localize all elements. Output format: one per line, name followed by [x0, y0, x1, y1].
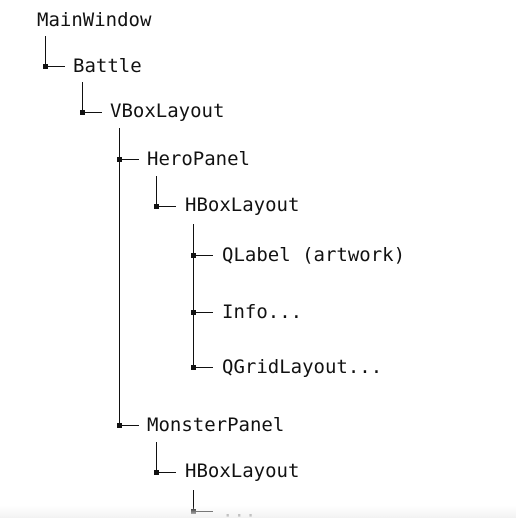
tree-node-qgridlayout: QGridLayout...: [222, 356, 383, 378]
bottom-edge-shadow: [0, 506, 516, 518]
tree-connector-horizontal: [119, 425, 139, 426]
tree-connector-horizontal: [45, 66, 65, 67]
tree-node-qlabel-artwork: QLabel (artwork): [222, 244, 406, 266]
tree-node-vboxlayout: VBoxLayout: [110, 100, 225, 122]
tree-branch-marker: [191, 365, 196, 370]
tree-connector-horizontal: [156, 472, 176, 473]
tree-connector-vertical: [156, 176, 157, 206]
tree-branch-marker: [154, 470, 159, 475]
tree-branch-marker: [43, 64, 48, 69]
tree-node-hero-hboxlayout: HBoxLayout: [185, 194, 300, 216]
tree-node-heropanel: HeroPanel: [147, 148, 250, 170]
tree-connector-horizontal: [82, 112, 102, 113]
tree-connector-vertical: [82, 82, 83, 112]
tree-connector-vertical: [156, 442, 157, 472]
tree-connector-vertical: [119, 128, 120, 426]
tree-connector-vertical: [45, 36, 46, 66]
tree-connector-vertical: [193, 224, 194, 368]
tree-branch-marker: [191, 310, 196, 315]
tree-connector-horizontal: [156, 206, 176, 207]
tree-root-label: MainWindow: [37, 9, 152, 31]
tree-branch-marker: [80, 110, 85, 115]
tree-branch-marker: [191, 253, 196, 258]
tree-node-monsterpanel: MonsterPanel: [147, 414, 285, 436]
tree-branch-marker: [117, 157, 122, 162]
tree-connector-horizontal: [193, 312, 213, 313]
tree-connector-vertical: [193, 490, 194, 511]
tree-connector-horizontal: [193, 255, 213, 256]
tree-connector-horizontal: [193, 367, 213, 368]
tree-node-monster-hboxlayout: HBoxLayout: [185, 460, 300, 482]
tree-branch-marker: [154, 204, 159, 209]
tree-node-battle: Battle: [73, 55, 142, 77]
tree-node-info: Info...: [222, 301, 303, 323]
tree-branch-marker: [117, 423, 122, 428]
tree-connector-horizontal: [119, 159, 139, 160]
